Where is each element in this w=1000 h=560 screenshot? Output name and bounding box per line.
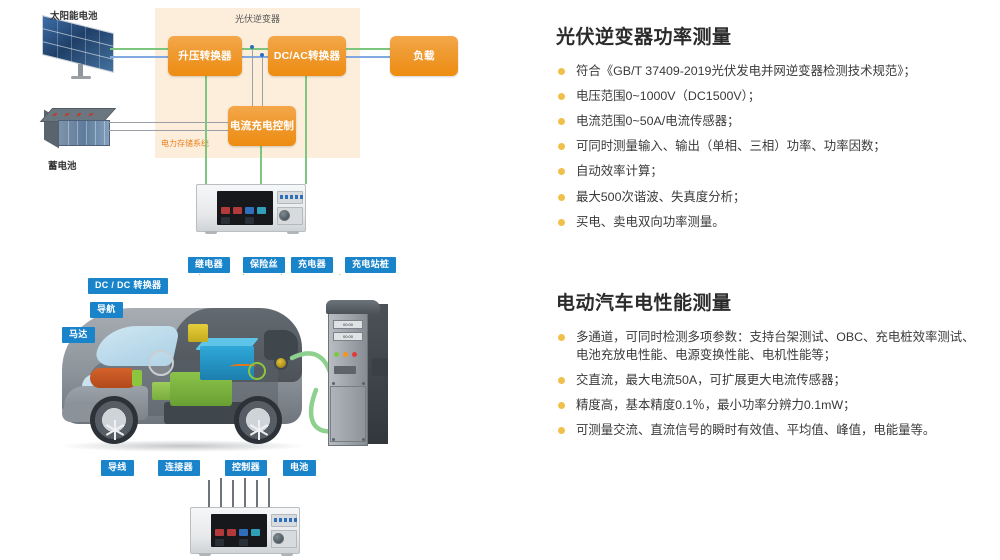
ev-label-dcdc[interactable]: DC / DC 转换器: [88, 278, 169, 294]
list-item: 可测量交流、直流信号的瞬时有效值、平均值、峰值，电能量等。: [556, 422, 986, 440]
power-analyzer-bottom: [190, 507, 300, 556]
ev-label-motor[interactable]: 马达: [62, 327, 95, 343]
wire-boost-dcac-green: [242, 48, 268, 50]
ev-label-connector[interactable]: 连接器: [158, 460, 200, 476]
section-ev-performance: 电动汽车电性能测量 多通道，可同时检测多项参数：支持台架测试、OBC、充电桩效率…: [556, 288, 986, 447]
ev-label-station[interactable]: 充电站桩: [345, 257, 397, 273]
list-item: 电压范围0~1000V（DC1500V）；: [556, 88, 986, 106]
charging-station: 00:00 00:00: [320, 292, 392, 452]
wire-solar-green: [110, 48, 168, 50]
list-item: 买电、卖电双向功率测量。: [556, 214, 986, 232]
power-analyzer-top: [196, 184, 306, 234]
ev-label-relay[interactable]: 继电器: [188, 257, 230, 273]
section-2-bullet-list: 多通道，可同时检测多项参数：支持台架测试、OBC、充电桩效率测试、电池充放电性能…: [556, 329, 986, 440]
block-boost-converter[interactable]: 升压转换器: [168, 36, 242, 76]
wire-vert-gray-b: [262, 58, 264, 108]
ev-label-wire[interactable]: 导线: [101, 460, 134, 476]
probe-2: [220, 478, 222, 508]
charge-port: [274, 356, 288, 370]
wire-probe-dcac: [305, 76, 307, 184]
motor-part: [90, 368, 138, 388]
wire-probe-charge: [260, 146, 262, 184]
storage-battery-icon: [36, 108, 122, 154]
probe-5: [256, 480, 258, 508]
solar-panel-icon: [38, 15, 120, 79]
list-item: 电流范围0~50A/电流传感器；: [556, 113, 986, 131]
section-pv-inverter: 光伏逆变器功率测量 符合《GB/T 37409-2019光伏发电并网逆变器检测技…: [556, 22, 986, 239]
block-dc-ac-converter[interactable]: DC/AC转换器: [268, 36, 346, 76]
relay-part: [188, 324, 208, 342]
controller-part: [200, 346, 254, 380]
section-1-bullet-list: 符合《GB/T 37409-2019光伏发电并网逆变器检测技术规范》； 电压范围…: [556, 63, 986, 231]
section-2-title: 电动汽车电性能测量: [556, 293, 732, 314]
block-charge-control[interactable]: 电流充电控制: [228, 106, 296, 146]
wire-solar-blue: [110, 56, 168, 58]
ev-label-fuse[interactable]: 保险丝: [243, 257, 285, 273]
block-load[interactable]: 负载: [390, 36, 458, 76]
ev-label-nav[interactable]: 导航: [90, 302, 123, 318]
station-display-line1: 00:00: [333, 320, 363, 329]
list-item: 自动效率计算；: [556, 163, 986, 181]
wire-probe-boost: [205, 76, 207, 184]
solar-panel-label: 太阳能电池: [50, 11, 98, 22]
probe-4: [244, 478, 246, 508]
probe-6: [268, 478, 270, 508]
list-item: 多通道，可同时检测多项参数：支持台架测试、OBC、充电桩效率测试、电池充放电性能…: [556, 329, 986, 364]
wire-battery-gray-b: [108, 130, 228, 132]
wire-dcac-load-blue: [346, 56, 390, 58]
list-item: 交直流，最大电流50A，可扩展更大电流传感器；: [556, 372, 986, 390]
wire-boost-dcac-blue: [242, 56, 268, 58]
wire-dcac-load-green: [346, 48, 390, 50]
pv-zone-title: 光伏逆变器: [234, 14, 280, 24]
probe-1: [208, 480, 210, 508]
wire-vert-gray-a: [252, 50, 254, 108]
ev-measurement-diagram: 00:00 00:00 继电器 保险丝 充电器 充电站桩 DC / DC 转换器…: [0, 250, 520, 560]
node-dot-b: [260, 53, 264, 57]
list-item: 可同时测量输入、输出（单相、三相）功率、功率因数；: [556, 138, 986, 156]
ev-label-charger[interactable]: 充电器: [291, 257, 333, 273]
pv-inverter-diagram: 光伏逆变器 电力存储系统 太阳能电池 蓄电池: [0, 0, 520, 250]
list-item: 符合《GB/T 37409-2019光伏发电并网逆变器检测技术规范》；: [556, 63, 986, 81]
electric-vehicle-cutaway: [52, 290, 320, 465]
ev-label-controller[interactable]: 控制器: [225, 460, 267, 476]
station-status-leds: [334, 344, 361, 362]
pv-storage-zone-label: 电力存储系统: [161, 139, 209, 148]
section-1-title: 光伏逆变器功率测量: [556, 27, 732, 48]
station-display-line2: 00:00: [333, 332, 363, 341]
node-dot-a: [250, 45, 254, 49]
list-item: 最大500次谐波、失真度分析；: [556, 189, 986, 207]
storage-battery-label: 蓄电池: [48, 161, 77, 172]
list-item: 精度高，基本精度0.1％，最小功率分辨力0.1mW；: [556, 397, 986, 415]
probe-3: [232, 480, 234, 508]
wire-battery-gray-a: [108, 122, 228, 124]
ev-label-battery[interactable]: 电池: [283, 460, 316, 476]
